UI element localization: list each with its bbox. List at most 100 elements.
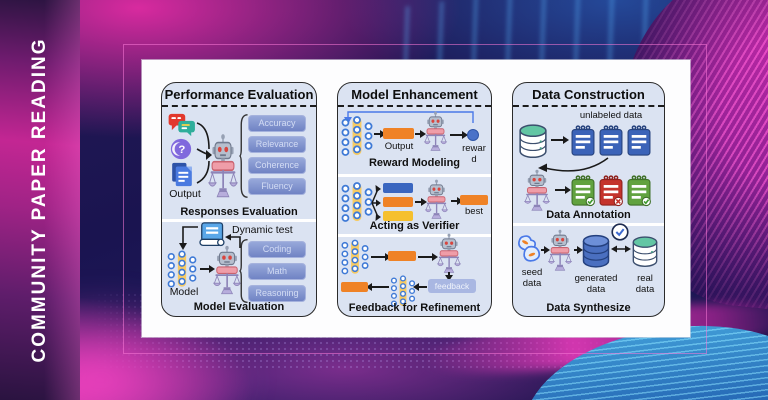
database-icon [632, 236, 658, 267]
decorative-frame [123, 44, 707, 354]
elbow-arrow-left [225, 234, 241, 248]
clipboard-icon-green-check [571, 175, 595, 207]
feedback-pill: feedback [428, 279, 476, 293]
database-icon-blue [582, 234, 610, 268]
neural-network-icon [341, 116, 373, 156]
scroll-document-icon [199, 222, 225, 247]
acting-as-verifier-caption: Acting as Verifier [369, 220, 460, 232]
best-bar [460, 195, 488, 205]
branching-arrows [371, 185, 381, 221]
figure-card: Performance Evaluation ? [142, 60, 690, 337]
question-mark-icon: ? [170, 138, 192, 160]
skill-pill: Coding [248, 241, 306, 258]
svg-text:?: ? [178, 144, 185, 156]
reward-label: reward [462, 143, 486, 166]
double-arrow [611, 245, 631, 253]
elbow-arrow-down [179, 226, 198, 250]
data-annotation-caption: Data Annotation [546, 209, 631, 221]
section-divider [513, 223, 664, 226]
section-divider [338, 174, 491, 177]
neural-network-icon [390, 275, 416, 307]
left-banner-strip: COMMUNITY PAPER READING [0, 0, 80, 400]
feedback-refinement-caption: Feedback for Refinement [348, 302, 481, 314]
panel-title: Data Construction [532, 87, 645, 102]
reward-modeling-caption: Reward Modeling [368, 157, 461, 169]
dynamic-test-label: Dynamic test [232, 224, 293, 236]
dashed-separator [162, 105, 316, 107]
real-data-label: real data [635, 273, 655, 296]
generated-data-label: generated data [574, 273, 618, 296]
section-divider [338, 234, 491, 237]
arrow-right [415, 130, 426, 138]
clipboard-icon-green-check [627, 175, 651, 207]
check-circle-icon [611, 223, 629, 241]
data-synthesize-caption: Data Synthesize [546, 302, 631, 314]
output-bar [383, 128, 414, 139]
criterion-pill: Relevance [248, 136, 306, 153]
neural-network-icon [341, 239, 369, 275]
robot-judge-icon [212, 245, 242, 295]
arrow-down [445, 272, 453, 281]
best-label: best [465, 206, 483, 217]
robot-judge-icon [208, 134, 238, 198]
robot-judge-icon [523, 169, 551, 211]
clipboard-icon-red-cross [599, 175, 623, 207]
candidate-bar-yellow [383, 211, 413, 221]
reward-dot [467, 129, 479, 141]
refined-output-bar [341, 282, 368, 292]
unlabeled-data-label: unlabeled data [579, 110, 643, 121]
arrow-right [451, 197, 463, 205]
robot-judge-icon [436, 233, 462, 273]
arrow-right [574, 246, 583, 254]
robot-judge-icon [547, 229, 573, 271]
arrow-right [418, 253, 438, 261]
output-label: Output [169, 188, 201, 200]
curved-arrow [538, 157, 609, 172]
arrow-right [450, 131, 468, 139]
database-icon [519, 124, 547, 159]
section-divider [162, 219, 316, 222]
criterion-pill: Fluency [248, 178, 306, 195]
panel-data-construction: Data Construction unlabeled data [512, 82, 665, 317]
panel-title: Performance Evaluation [164, 87, 314, 102]
skill-pill: Reasoning [248, 285, 306, 302]
model-evaluation-caption: Model Evaluation [193, 301, 285, 313]
candidate-bar-orange [383, 197, 413, 207]
panel-performance-evaluation: Performance Evaluation ? [161, 82, 317, 317]
candidate-bar-blue [383, 183, 413, 193]
output-bar [388, 251, 416, 261]
chat-bubbles-icon [168, 113, 195, 137]
neural-network-icon [341, 182, 373, 222]
document-icon [172, 162, 192, 187]
seed-data-label: seed data [521, 267, 543, 290]
dashed-separator [338, 105, 491, 107]
arrow-right [374, 130, 386, 138]
converging-arrows [196, 122, 212, 184]
curly-brace [239, 239, 248, 303]
output-label: Output [384, 141, 414, 152]
arrow-right [551, 136, 569, 144]
arrow-right [200, 265, 215, 273]
clipboard-icon-blue [599, 125, 623, 156]
neural-network-icon [167, 250, 197, 288]
robot-judge-icon [423, 111, 448, 151]
robot-judge-icon [424, 179, 449, 219]
arrow-right [371, 253, 391, 261]
banner-title: COMMUNITY PAPER READING [29, 37, 50, 363]
criterion-pill: Accuracy [248, 115, 306, 132]
responses-evaluation-caption: Responses Evaluation [180, 206, 298, 218]
clipboard-icon-blue [627, 125, 651, 156]
arrow-left [366, 283, 389, 291]
panel-model-enhancement: Model Enhancement Output [337, 82, 492, 317]
criterion-pill: Coherence [248, 157, 306, 174]
clipboard-icon-blue [571, 125, 595, 156]
curly-brace [239, 114, 248, 198]
skill-pill: Math [248, 263, 306, 280]
panel-title: Model Enhancement [351, 87, 478, 102]
model-label: Model [169, 286, 199, 298]
arrow-right [555, 186, 571, 194]
arrow-left [413, 283, 427, 291]
seed-data-icon [518, 235, 541, 262]
arrow-right [541, 246, 550, 254]
